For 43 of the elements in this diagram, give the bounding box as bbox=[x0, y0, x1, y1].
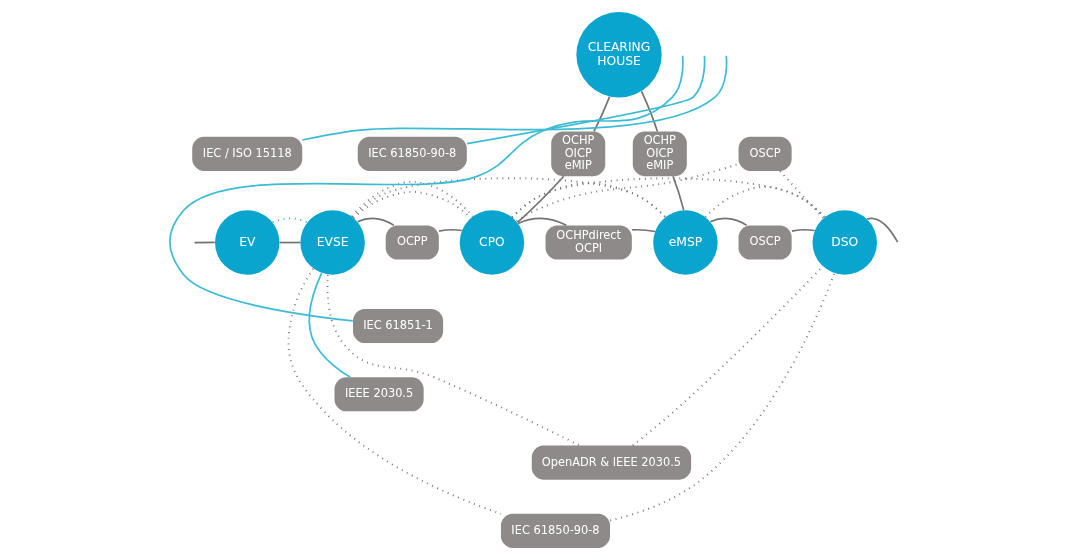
connector bbox=[865, 217, 898, 243]
connector bbox=[168, 54, 684, 322]
connector bbox=[307, 272, 351, 378]
connector bbox=[356, 217, 395, 227]
node-circle: DSO bbox=[812, 210, 877, 275]
node-box: OpenADR & IEEE 2030.5 bbox=[531, 445, 691, 480]
node-circle: eMSP bbox=[652, 210, 718, 275]
connector bbox=[630, 228, 656, 233]
connector bbox=[592, 95, 610, 133]
connector bbox=[437, 228, 463, 232]
connector bbox=[708, 217, 748, 227]
connector bbox=[287, 267, 502, 515]
connector bbox=[465, 54, 705, 145]
node-box: IEC / ISO 15118 bbox=[191, 136, 302, 171]
connector bbox=[326, 273, 580, 447]
node-box: OCPP bbox=[385, 225, 439, 260]
connector bbox=[193, 241, 216, 244]
node-circle: EV bbox=[214, 210, 279, 275]
node-box: IEC 61850-90-8 bbox=[357, 136, 467, 171]
connector bbox=[790, 228, 815, 232]
node-box: OCHP OICP eMIP bbox=[550, 131, 605, 177]
node-circle: EVSE bbox=[299, 210, 365, 275]
node-box: IEC 61851-1 bbox=[352, 308, 443, 344]
connector bbox=[778, 170, 824, 220]
connector bbox=[516, 175, 565, 224]
connector bbox=[640, 90, 658, 133]
node-box: IEEE 2030.5 bbox=[334, 377, 424, 412]
node-box: OSCP bbox=[738, 225, 792, 260]
node-box: IEC 61850-90-8 bbox=[500, 513, 610, 548]
connector bbox=[515, 163, 739, 223]
node-box: OSCP bbox=[738, 136, 792, 171]
node-circle: CLEARING HOUSE bbox=[575, 12, 662, 98]
connector bbox=[271, 217, 308, 224]
connector bbox=[301, 54, 727, 141]
node-circle: CPO bbox=[459, 210, 524, 275]
connector bbox=[351, 177, 666, 219]
connector bbox=[516, 217, 567, 227]
node-box: OCHP OICP eMIP bbox=[632, 131, 687, 177]
node-box: OCHPdirect OCPI bbox=[545, 225, 632, 260]
connector bbox=[671, 175, 685, 212]
connector bbox=[278, 241, 301, 244]
connector bbox=[510, 177, 826, 219]
connector bbox=[608, 272, 835, 522]
